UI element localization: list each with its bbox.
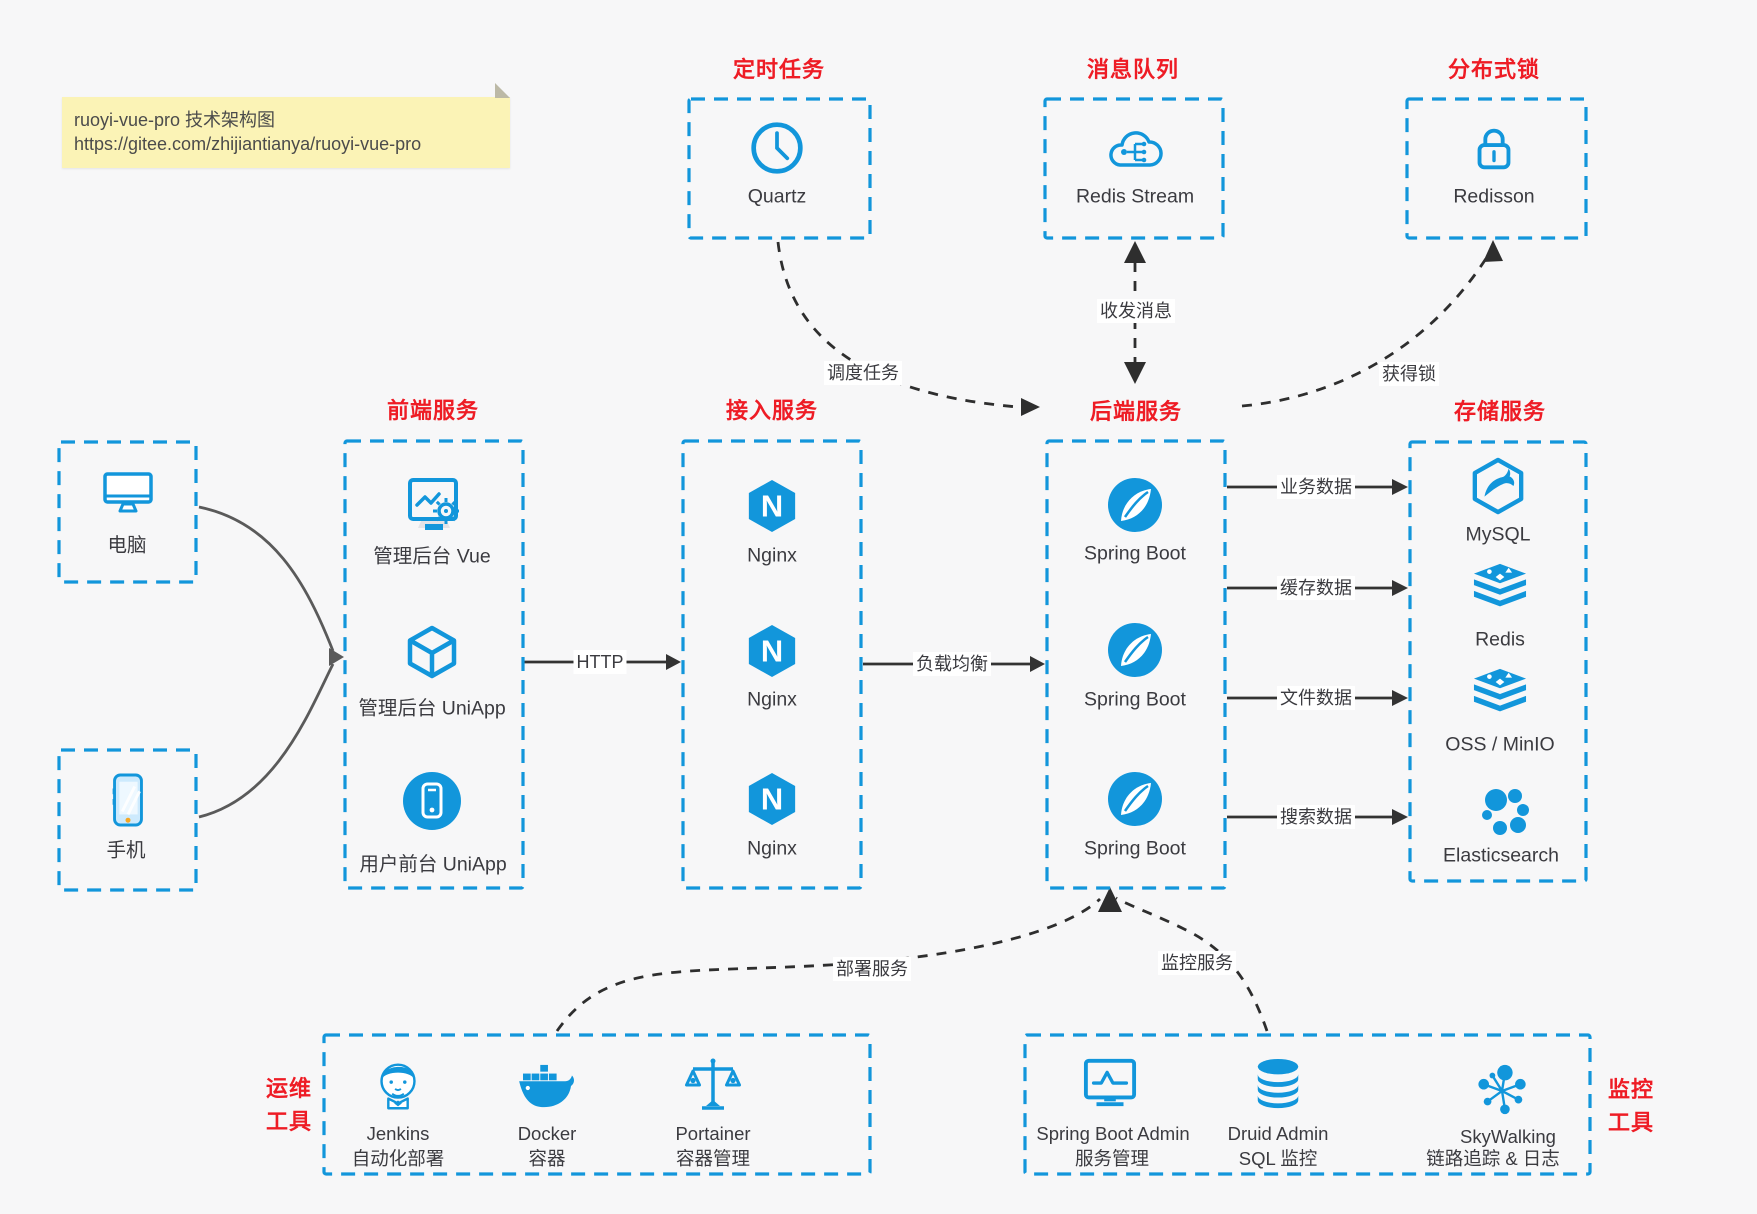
spring-boot-label: Spring Boot <box>1084 837 1186 860</box>
nginx-icon <box>745 622 799 680</box>
user-uniapp-icon <box>401 770 463 832</box>
druid-admin-desc: SQL 监控 <box>1238 1148 1318 1169</box>
quartz-label: Quartz <box>747 185 807 208</box>
backend-title: 后端服务 <box>1089 399 1183 424</box>
ops-tools-box <box>322 1033 872 1181</box>
redis-stream-label: Redis Stream <box>1075 185 1195 208</box>
clock-icon <box>749 120 805 176</box>
backend-box <box>1045 439 1227 895</box>
docker-icon <box>516 1063 578 1111</box>
cloud-queue-icon <box>1103 121 1167 177</box>
scheduler-box <box>687 97 872 245</box>
business-data-edge-label: 业务数据 <box>1277 475 1355 499</box>
cache-data-edge-label: 缓存数据 <box>1277 576 1355 600</box>
monitor-service-edge-label: 监控服务 <box>1158 951 1236 975</box>
jenkins-icon <box>367 1054 429 1116</box>
redisson-label: Redisson <box>1453 185 1535 208</box>
monitor-tools-title: 监控 工具 <box>1608 1073 1654 1139</box>
redis-icon <box>1470 562 1530 616</box>
nginx-label: Nginx <box>747 544 797 567</box>
note-url: https://gitee.com/zhijiantianya/ruoyi-vu… <box>74 134 422 154</box>
gateway-title: 接入服务 <box>725 398 819 423</box>
uniapp-cube-icon <box>403 623 461 681</box>
elasticsearch-icon <box>1476 784 1532 840</box>
file-data-edge-label: 文件数据 <box>1277 686 1355 710</box>
oss-minio-label: OSS / MinIO <box>1445 733 1555 756</box>
padlock-icon <box>1467 121 1521 175</box>
admin-vue-label: 管理后台 Vue <box>373 545 491 568</box>
deploy-service-edge-label: 部署服务 <box>833 957 911 981</box>
schedule-task-edge-label: 调度任务 <box>824 361 902 385</box>
search-data-edge-label: 搜索数据 <box>1277 805 1355 829</box>
admin-uniapp-label: 管理后台 UniApp <box>358 697 506 720</box>
lock-box <box>1405 97 1588 245</box>
ops-tools-title-line2: 工具 <box>265 1109 313 1134</box>
scheduler-title: 定时任务 <box>732 57 826 82</box>
mysql-label: MySQL <box>1465 523 1531 546</box>
spring-boot-label: Spring Boot <box>1084 688 1186 711</box>
frontend-title: 前端服务 <box>386 398 480 423</box>
portainer-icon <box>684 1056 742 1114</box>
ops-tools-title: 运维 工具 <box>266 1072 312 1138</box>
frontend-box <box>343 439 525 895</box>
docker-desc: 容器 <box>528 1148 566 1169</box>
oss-minio-icon <box>1470 667 1530 721</box>
admin-vue-icon <box>404 475 464 533</box>
queue-title: 消息队列 <box>1086 57 1180 82</box>
skywalking-icon <box>1476 1063 1530 1117</box>
nginx-label: Nginx <box>747 837 797 860</box>
acquire-lock-edge-label: 获得锁 <box>1379 362 1439 386</box>
monitor-tools-title-line1: 监控 <box>1607 1077 1655 1102</box>
spring-boot-admin-icon <box>1081 1056 1139 1110</box>
lock-title: 分布式锁 <box>1447 57 1541 82</box>
redis-label: Redis <box>1475 628 1525 651</box>
spring-boot-label: Spring Boot <box>1084 542 1186 565</box>
nginx-icon <box>745 477 799 535</box>
mysql-icon <box>1470 457 1526 515</box>
pc-label: 电脑 <box>107 534 147 557</box>
skywalking-label: SkyWalking <box>1460 1126 1556 1147</box>
note-fold-corner <box>495 83 510 98</box>
spring-boot-admin-label: Spring Boot Admin <box>1036 1123 1190 1144</box>
load-balance-edge-label: 负载均衡 <box>913 652 991 676</box>
spring-boot-icon <box>1106 770 1164 828</box>
smartphone-icon <box>103 771 153 829</box>
nginx-icon <box>745 770 799 828</box>
jenkins-desc: 自动化部署 <box>351 1148 445 1169</box>
message-edge-label: 收发消息 <box>1097 299 1175 323</box>
portainer-label: Portainer <box>675 1123 751 1144</box>
docker-label: Docker <box>517 1123 577 1144</box>
portainer-desc: 容器管理 <box>675 1148 751 1169</box>
spring-boot-admin-desc: 服务管理 <box>1074 1148 1150 1169</box>
queue-box <box>1043 97 1225 245</box>
druid-database-icon <box>1251 1056 1305 1114</box>
spring-boot-icon <box>1106 476 1164 534</box>
ops-tools-title-line1: 运维 <box>265 1076 313 1101</box>
spring-boot-icon <box>1106 621 1164 679</box>
monitor-tools-box <box>1023 1033 1592 1181</box>
druid-admin-label: Druid Admin <box>1227 1123 1329 1144</box>
elasticsearch-label: Elasticsearch <box>1443 844 1559 867</box>
monitor-tools-title-line2: 工具 <box>1607 1110 1655 1135</box>
nginx-label: Nginx <box>747 688 797 711</box>
http-edge-label: HTTP <box>573 650 627 674</box>
jenkins-label: Jenkins <box>366 1123 430 1144</box>
phone-label: 手机 <box>106 839 146 862</box>
storage-box <box>1408 440 1588 888</box>
skywalking-desc: 链路追踪 & 日志 <box>1426 1148 1560 1169</box>
gateway-box <box>681 439 863 895</box>
user-uniapp-label: 用户前台 UniApp <box>359 853 507 876</box>
desktop-monitor-icon <box>98 467 158 521</box>
storage-title: 存储服务 <box>1453 399 1547 424</box>
note-title: ruoyi-vue-pro 技术架构图 <box>74 110 276 130</box>
sticky-note: ruoyi-vue-pro 技术架构图 https://gitee.com/zh… <box>62 83 510 168</box>
